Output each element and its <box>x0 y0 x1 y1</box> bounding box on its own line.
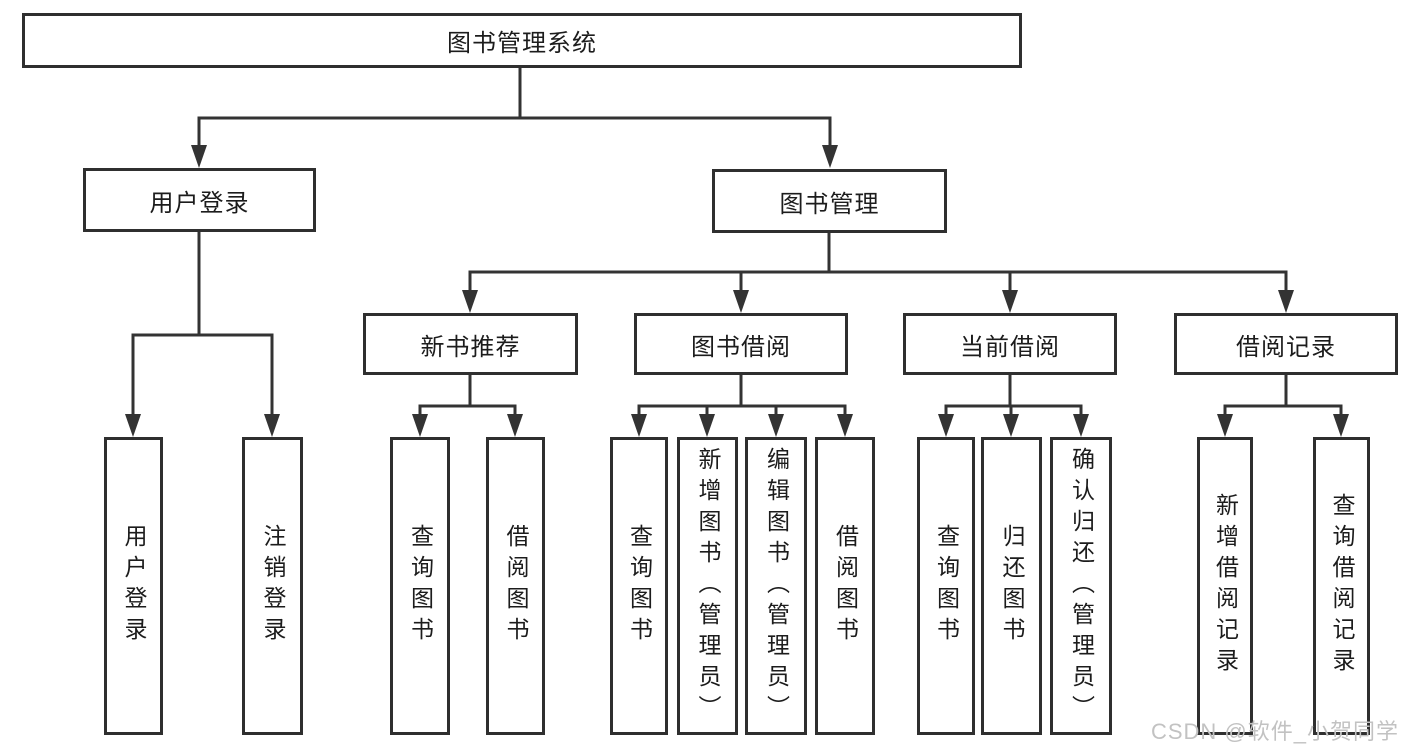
arrowhead-icon <box>462 290 478 313</box>
node-leaf-borrow-books-2: 借阅图书 <box>815 437 875 735</box>
level3-branch-line <box>468 270 1288 293</box>
arrowhead-icon <box>822 145 838 168</box>
node-label: 查询借阅记录 <box>1329 493 1355 679</box>
new-book-recommend-branch-line <box>418 404 517 417</box>
node-label: 查询图书 <box>626 524 653 648</box>
node-leaf-query-books-1: 查询图书 <box>390 437 450 735</box>
arrowhead-icon <box>191 145 207 168</box>
borrowing-records-branch-line <box>1223 404 1343 417</box>
node-borrowing-records: 借阅记录 <box>1174 313 1398 375</box>
node-label: 注销登录 <box>260 524 286 648</box>
csdn-watermark: CSDN @软件_小贺同学 <box>1150 719 1399 744</box>
arrowhead-icon <box>1333 414 1349 437</box>
arrowhead-icon <box>733 290 749 313</box>
arrowhead-icon <box>837 414 853 437</box>
node-new-book-recommend: 新书推荐 <box>363 313 578 375</box>
node-current-borrowing: 当前借阅 <box>903 313 1117 375</box>
node-leaf-query-books-3: 查询图书 <box>917 437 975 735</box>
node-leaf-user-login: 用户登录 <box>104 437 163 735</box>
node-label: 确认归还（管理员） <box>1068 446 1095 726</box>
node-leaf-query-books-2: 查询图书 <box>610 437 668 735</box>
arrowhead-icon <box>412 414 428 437</box>
node-label: 用户登录 <box>121 524 147 648</box>
node-leaf-borrow-books-1: 借阅图书 <box>486 437 545 735</box>
book-borrowing-branch-line <box>637 404 847 417</box>
node-root: 图书管理系统 <box>22 13 1022 68</box>
arrowhead-icon <box>768 414 784 437</box>
node-leaf-logout: 注销登录 <box>242 437 303 735</box>
arrowhead-icon <box>631 414 647 437</box>
connector-line-group <box>131 68 1343 417</box>
arrowhead-icon <box>1278 290 1294 313</box>
arrowhead-group <box>125 145 1349 437</box>
node-leaf-return-books: 归还图书 <box>981 437 1042 735</box>
node-label: 编辑图书（管理员） <box>763 446 790 726</box>
level2-branch-line <box>197 116 832 150</box>
arrowhead-icon <box>264 414 280 437</box>
node-user-login: 用户登录 <box>83 168 316 232</box>
arrowhead-icon <box>938 414 954 437</box>
node-label: 新增借阅记录 <box>1212 493 1239 679</box>
arrowhead-icon <box>1003 414 1019 437</box>
node-label: 借阅图书 <box>832 524 859 648</box>
arrowhead-icon <box>1217 414 1233 437</box>
current-borrowing-branch-line <box>944 404 1083 417</box>
node-leaf-add-books-admin: 新增图书（管理员） <box>677 437 738 735</box>
node-leaf-edit-books-admin: 编辑图书（管理员） <box>745 437 807 735</box>
arrowhead-icon <box>1002 290 1018 313</box>
node-label: 借阅图书 <box>503 524 529 648</box>
node-leaf-query-borrow-record: 查询借阅记录 <box>1313 437 1370 735</box>
node-leaf-add-borrow-record: 新增借阅记录 <box>1197 437 1253 735</box>
arrowhead-icon <box>699 414 715 437</box>
user-login-branch-line <box>131 333 274 417</box>
node-book-management: 图书管理 <box>712 169 947 233</box>
node-label: 新增图书（管理员） <box>695 446 721 726</box>
node-leaf-confirm-return-admin: 确认归还（管理员） <box>1050 437 1112 735</box>
node-label: 查询图书 <box>933 524 960 648</box>
arrowhead-icon <box>125 414 141 437</box>
node-label: 查询图书 <box>407 524 434 648</box>
node-label: 归还图书 <box>999 524 1025 648</box>
arrowhead-icon <box>1073 414 1089 437</box>
node-book-borrowing: 图书借阅 <box>634 313 848 375</box>
arrowhead-icon <box>507 414 523 437</box>
